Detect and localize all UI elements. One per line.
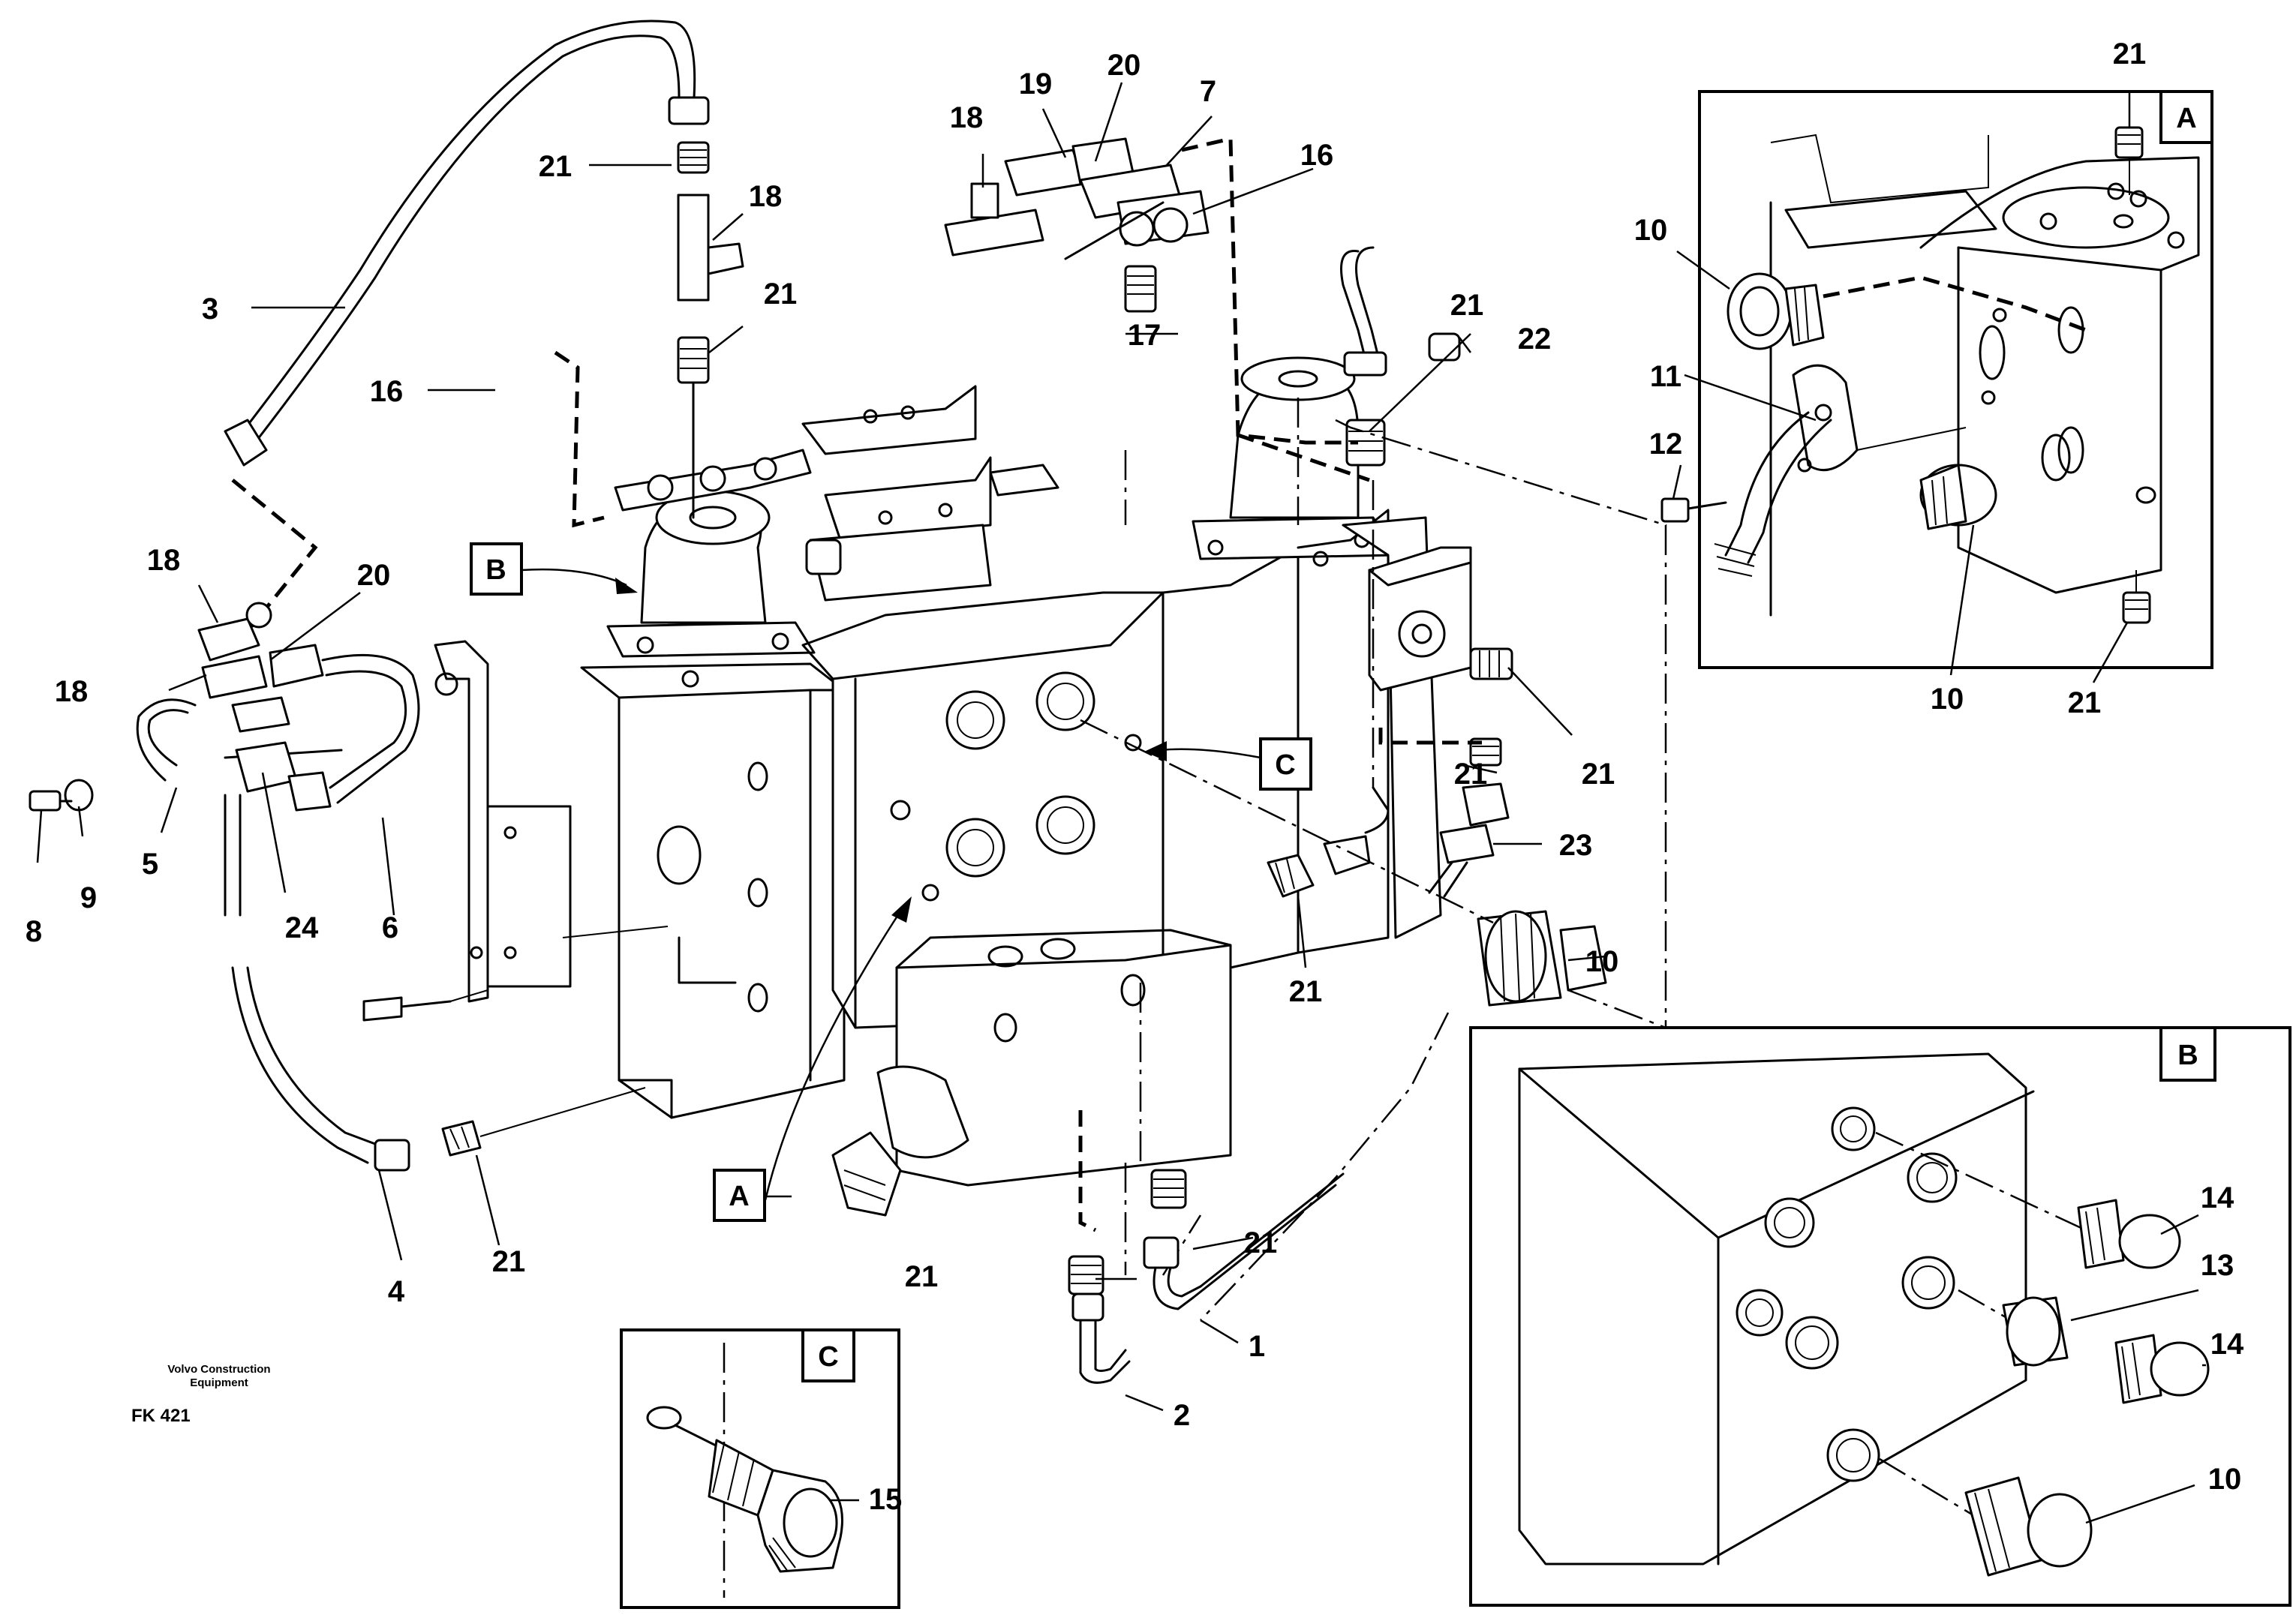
callout-21: 21 [2113,38,2147,71]
leader-lines [36,82,2206,1524]
callout-10: 10 [2208,1463,2242,1496]
callout-17: 17 [1128,319,1162,352]
callout-6: 6 [382,911,398,944]
callout-14: 14 [2210,1328,2244,1361]
main-valve-block [362,356,1442,1119]
callout-5: 5 [142,848,158,881]
callout-10: 10 [1585,945,1619,978]
callout-11: 11 [1650,360,1681,393]
callout-21: 21 [1582,758,1615,791]
detail-frame-c [620,1328,900,1609]
callout-18: 18 [147,544,181,577]
detail-tag-b-frame: B [2159,1026,2216,1082]
lower-manifold-block [831,929,1232,1217]
part-callouts: 21 3 18 21 16 18 19 20 7 16 17 21 22 21 … [26,38,2244,1516]
callout-18: 18 [950,101,984,134]
callout-8: 8 [26,915,42,948]
callout-21: 21 [1244,1226,1278,1259]
detail-tag-b-main: B [470,542,523,596]
detail-c-label: C [1275,749,1295,781]
detail-b-frame-label: B [2177,1040,2198,1071]
detail-a-frame-label: A [2176,103,2196,134]
detail-tag-c-main: C [1259,737,1312,791]
callout-13: 13 [2201,1249,2234,1282]
detail-c-frame-label: C [818,1341,838,1373]
detail-frame-b [1469,1026,2291,1607]
callout-23: 23 [1559,829,1593,862]
callout-24: 24 [285,911,319,944]
callout-19: 19 [1019,68,1053,101]
drawing-code: FK 421 [131,1406,191,1426]
callout-15: 15 [869,1483,903,1516]
callout-16: 16 [370,375,404,408]
callout-21: 21 [764,278,798,311]
connection-lines [554,136,1667,1321]
credit-line-2: Equipment [190,1376,248,1389]
callout-1: 1 [1249,1330,1265,1363]
callout-12: 12 [1649,428,1683,461]
callout-21: 21 [1454,758,1488,791]
callout-4: 4 [388,1275,405,1308]
callout-18: 18 [749,180,783,213]
detail-a-label: A [729,1181,749,1212]
detail-a-drawing [1660,126,2200,624]
callout-21: 21 [492,1245,526,1278]
callout-9: 9 [80,881,97,914]
callout-10: 10 [1634,214,1668,247]
callout-20: 20 [357,559,391,592]
credit-block: Volvo Construction Equipment FK 421 [131,1363,271,1426]
pipe-3 [239,20,696,437]
detail-tag-a-frame: A [2159,90,2213,144]
right-middle-fittings [1267,246,1607,1007]
detail-b-label: B [485,554,506,586]
bottom-pipes [1068,1169,1345,1384]
callout-21: 21 [1289,975,1323,1008]
callout-2: 2 [1174,1399,1190,1432]
callout-7: 7 [1200,75,1216,108]
callout-3: 3 [202,293,218,326]
callout-14: 14 [2201,1181,2234,1214]
callout-10: 10 [1931,683,1964,716]
credit-line-1: Volvo Construction [167,1363,270,1376]
callout-21: 21 [1450,289,1484,322]
detail-arrows [521,568,1261,1201]
detail-c-drawing [646,1343,843,1598]
detail-frame-a [1698,90,2213,669]
callout-21: 21 [2068,686,2102,719]
callout-20: 20 [1107,49,1141,82]
left-piping-group [29,602,646,1172]
detail-tag-a-main: A [713,1169,766,1222]
detail-b-drawing [1518,1052,2210,1577]
detail-tag-c-frame: C [801,1328,855,1382]
callout-21: 21 [905,1260,939,1293]
top-tee-fittings [944,137,1210,313]
callout-22: 22 [1518,323,1552,356]
callout-21: 21 [539,150,572,183]
callout-18: 18 [55,675,89,708]
callout-16: 16 [1300,139,1334,172]
top-fitting-stack [677,141,744,519]
